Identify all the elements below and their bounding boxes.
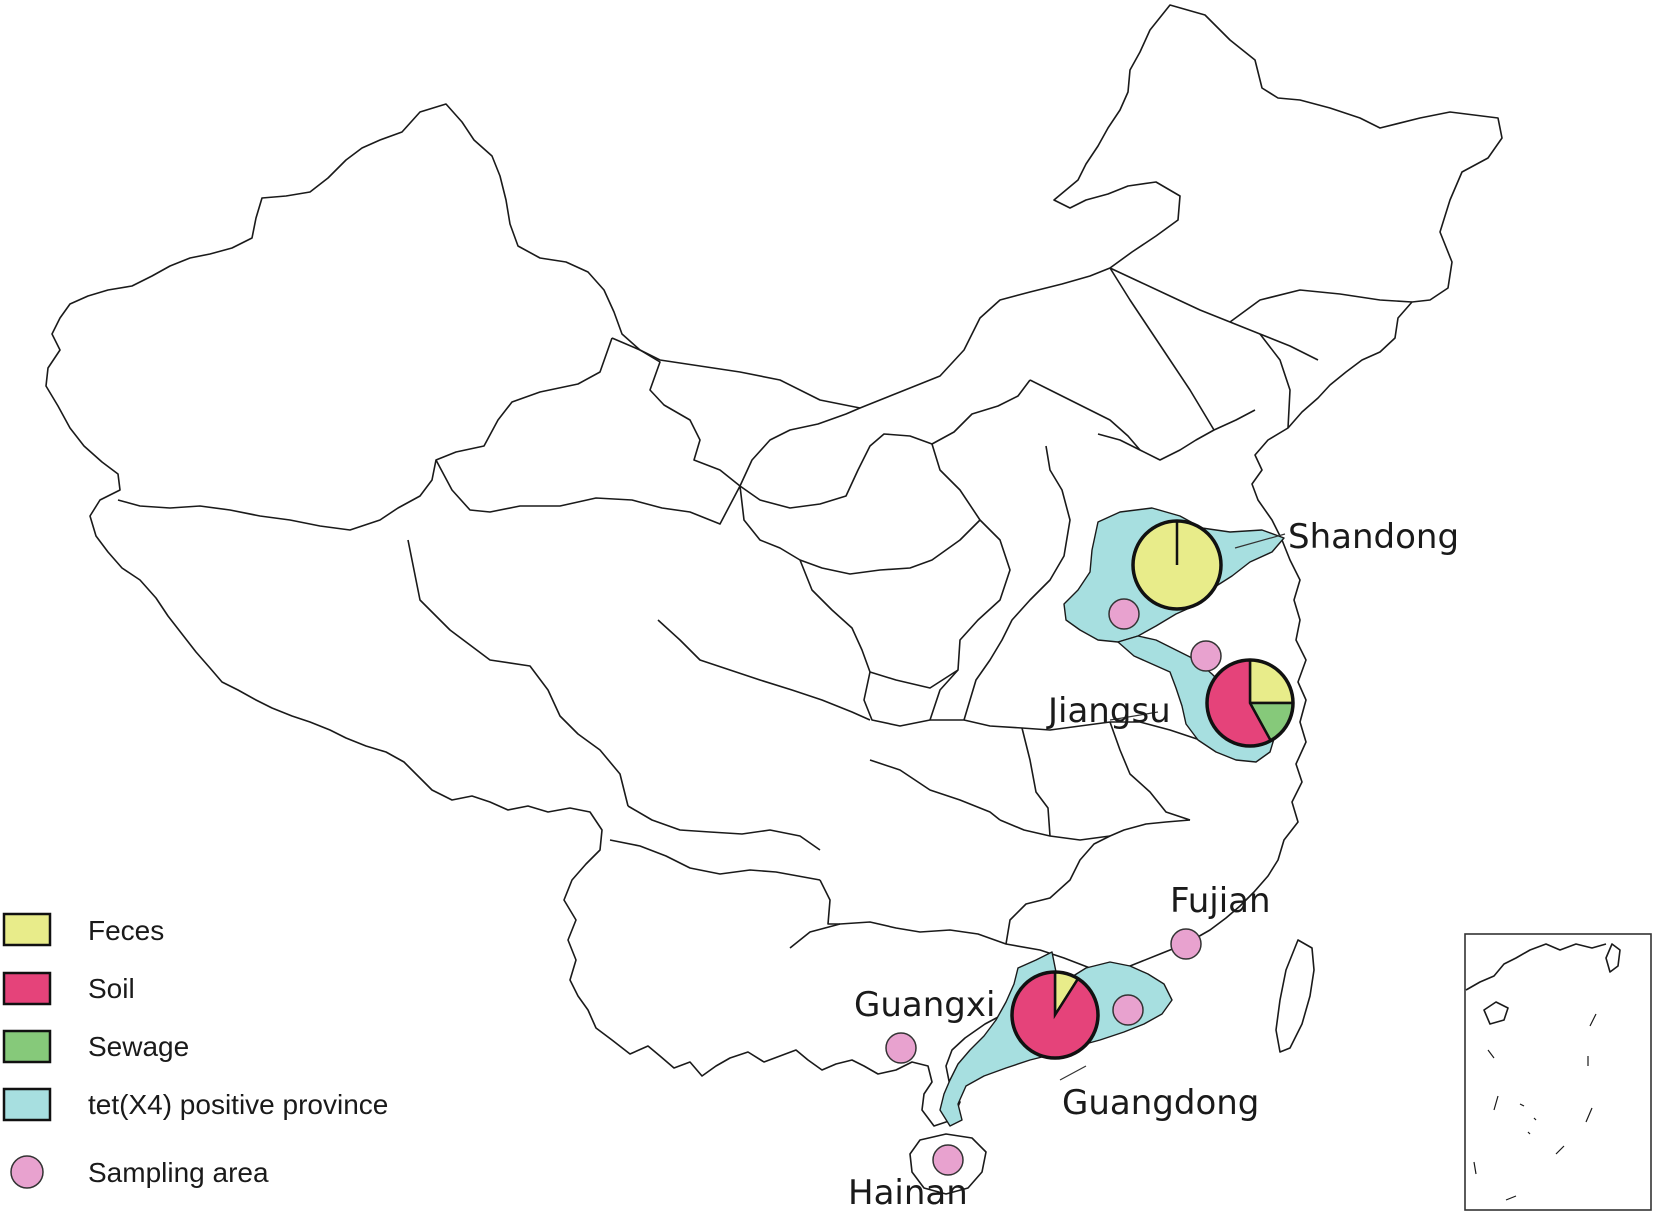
pie-outline-shandong [1131,519,1223,611]
legend-swatch-soil [2,971,52,1006]
legend-swatch-feces [2,912,52,947]
label-shandong: Shandong [1288,517,1459,557]
sampling-area-dot [1108,598,1140,630]
country-outline [45,4,1503,1127]
province-labels: Shandong Jiangsu Fujian Guangxi Guangdon… [848,517,1459,1213]
label-jiangsu: Jiangsu [1046,691,1171,731]
province-borders [117,267,1413,969]
sampling-area-dot [1112,994,1144,1026]
label-hainan: Hainan [848,1173,968,1213]
legend-label-sampling-area: Sampling area [88,1157,269,1188]
legend: Feces Soil Sewage tet(X4) positive provi… [2,912,388,1189]
sampling-areas [885,598,1222,1176]
legend-swatch-sampling-area [10,1155,44,1189]
label-fujian: Fujian [1170,881,1271,921]
sampling-area-dot [1190,640,1222,672]
inset-frame [1464,933,1652,1211]
inset-islands [1473,1013,1597,1201]
legend-label-feces: Feces [88,915,164,946]
legend-label-sewage: Sewage [88,1031,189,1062]
pie-charts [1010,519,1295,1060]
south-china-sea-inset [1464,933,1652,1211]
label-guangxi: Guangxi [854,985,995,1025]
label-guangdong: Guangdong [1062,1083,1259,1123]
hainan-outline [909,1133,987,1195]
legend-swatch-positive-province [2,1087,52,1122]
legend-swatch-sewage [2,1029,52,1064]
pie-outline-guangdong [1010,970,1100,1060]
sampling-area-dot [885,1032,917,1064]
positive-provinces [939,507,1285,1127]
sampling-area-dot [932,1144,964,1176]
pie-outline-jiangsu [1205,658,1295,748]
leader-lines [1059,533,1286,1081]
taiwan-outline [1275,939,1315,1053]
legend-label-soil: Soil [88,973,135,1004]
legend-label-positive-province: tet(X4) positive province [88,1089,388,1120]
sampling-area-dot [1170,928,1202,960]
